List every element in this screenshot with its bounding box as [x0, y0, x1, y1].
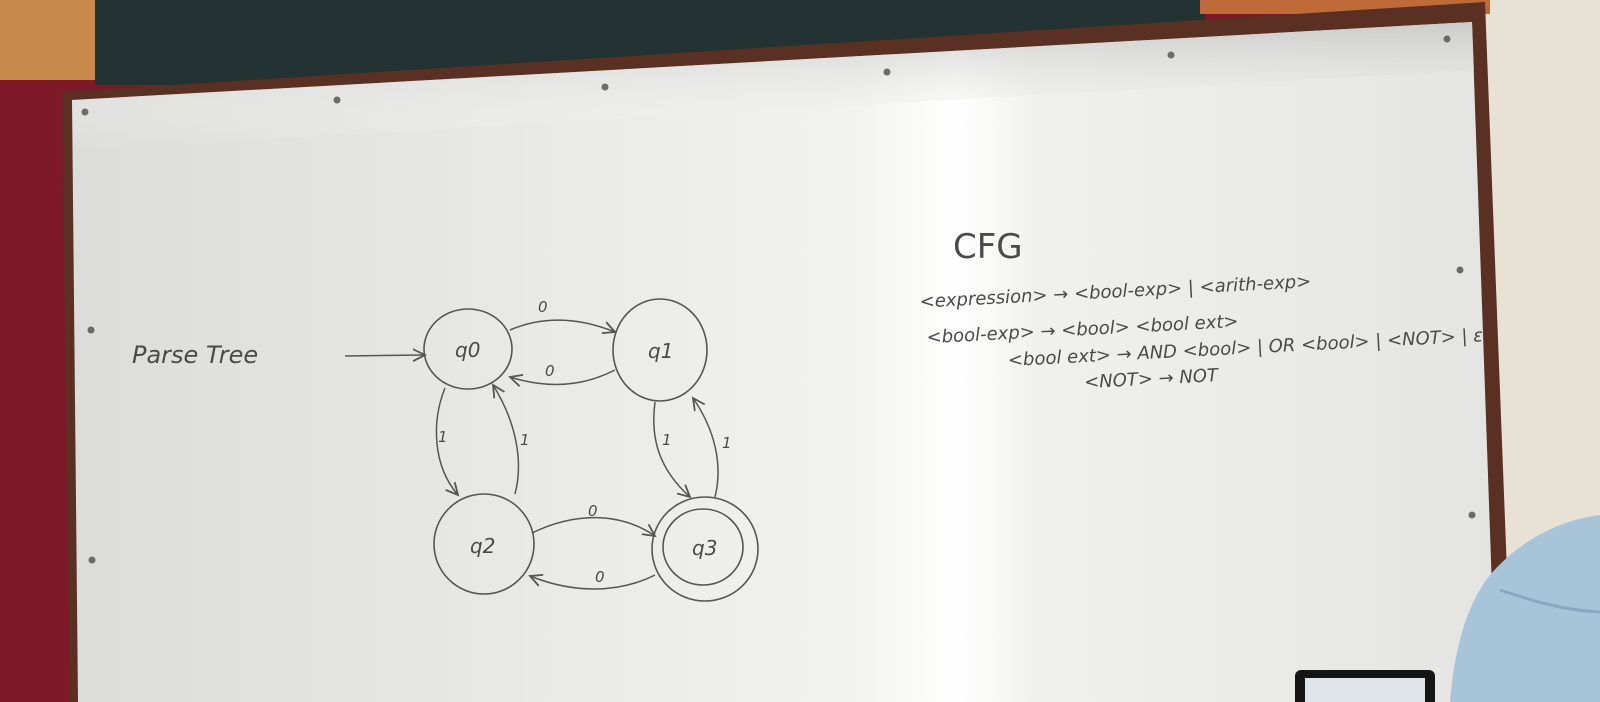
- state-q1: [612, 298, 708, 402]
- edge-q1-q0: [510, 369, 616, 385]
- edge-q2-q0: [493, 385, 520, 495]
- start-arrow: [344, 355, 425, 356]
- state-q2: [433, 493, 535, 595]
- edge-q2-q3: [531, 516, 655, 536]
- board-top-shade: [72, 22, 1474, 150]
- cfg-title: CFG: [953, 227, 1023, 267]
- edge-label-q3-q1: 1: [722, 434, 732, 452]
- wood-panel: [0, 0, 95, 80]
- edge-q1-q3: [653, 401, 690, 497]
- edge-label-q1-q3: 1: [662, 431, 672, 449]
- board-surface: [72, 22, 1496, 702]
- edge-q3-q1: [693, 398, 719, 498]
- state-q1-label: q1: [648, 339, 673, 363]
- laptop-screen: [1305, 678, 1425, 702]
- edge-label-q2-q0: 1: [520, 431, 530, 449]
- state-q0: [423, 308, 513, 390]
- state-q3-outer: [651, 496, 759, 602]
- person-arm: [1450, 515, 1600, 702]
- sleeve-fold: [1499, 588, 1600, 614]
- edge-q0-q2: [435, 387, 458, 495]
- state-q0-label: q0: [455, 338, 480, 362]
- edge-q0-q1: [509, 319, 615, 332]
- screws: [81, 35, 1476, 564]
- state-q3-inner: [662, 508, 744, 586]
- edge-label-q3-q2: 0: [595, 568, 605, 586]
- edge-label-q1-q0: 0: [545, 362, 555, 380]
- edge-q3-q2: [530, 575, 656, 590]
- state-q2-label: q2: [470, 534, 495, 558]
- edge-label-q0-q1: 0: [538, 298, 548, 316]
- edge-label-q0-q2: 1: [438, 428, 448, 446]
- state-q3-label: q3: [692, 536, 717, 560]
- parse-tree-label: Parse Tree: [132, 341, 258, 369]
- edge-label-q2-q3: 0: [588, 502, 598, 520]
